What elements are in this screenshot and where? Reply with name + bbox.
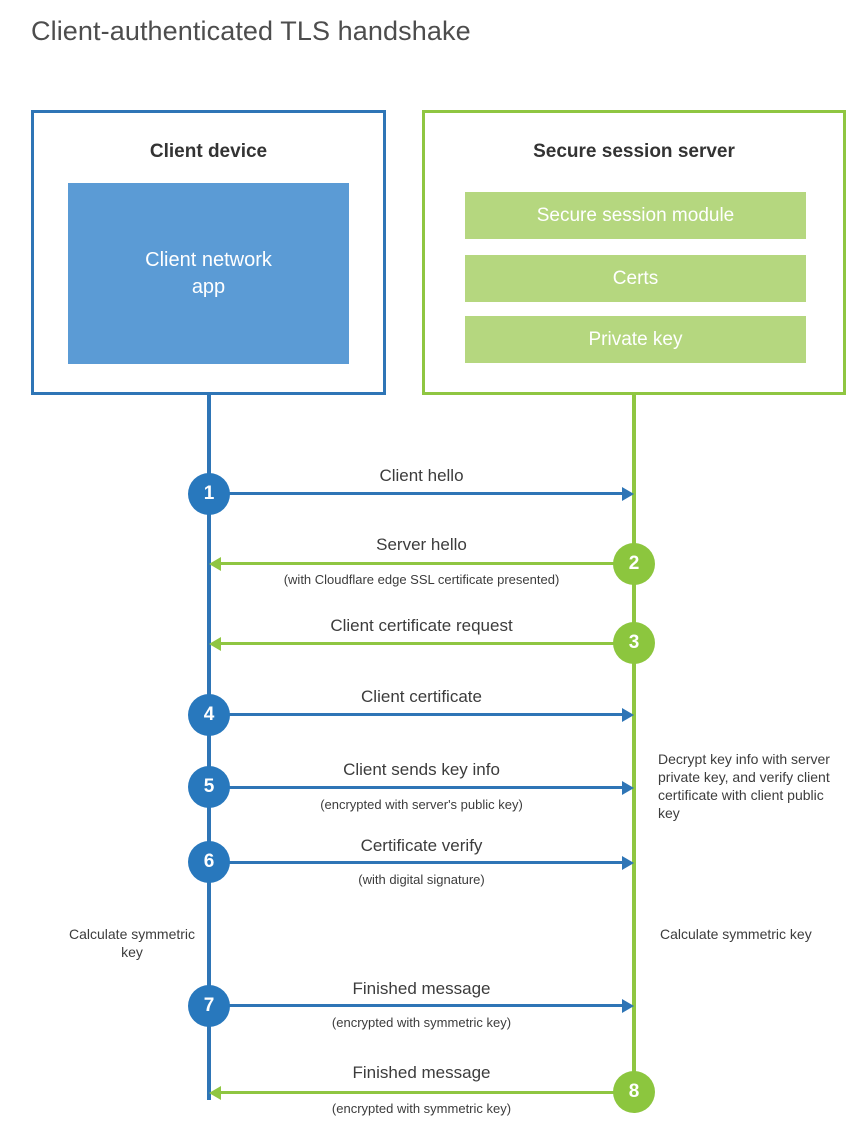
step-3-number[interactable]: 3 <box>613 622 655 664</box>
step-1-number[interactable]: 1 <box>188 473 230 515</box>
server-lifeline <box>632 393 636 1095</box>
step-2-number[interactable]: 2 <box>613 543 655 585</box>
client-lifeline <box>207 393 211 1100</box>
step-8-label: Finished message <box>352 1063 491 1082</box>
step-4-label: Client certificate <box>361 687 482 706</box>
step-7-number[interactable]: 7 <box>188 985 230 1027</box>
client-network-app-block: Client network app <box>68 183 349 364</box>
step-6-number[interactable]: 6 <box>188 841 230 883</box>
server-component-certs: Certs <box>465 255 806 302</box>
step-7-label: Finished message <box>352 979 491 998</box>
server-component-private-key: Private key <box>465 316 806 363</box>
client-device-title: Client device <box>149 141 268 162</box>
step-2-sublabel: (with Cloudflare edge SSL certificate pr… <box>283 572 560 587</box>
step-5-number[interactable]: 5 <box>188 766 230 808</box>
step-4-number[interactable]: 4 <box>188 694 230 736</box>
step-8-sublabel: (encrypted with symmetric key) <box>331 1101 512 1116</box>
client-app-label-line2: app <box>191 275 226 298</box>
client-app-label-line1: Client network <box>145 248 272 271</box>
note-calculate-symmetric-key-server: Calculate symmetric key <box>660 926 812 942</box>
step-5-label: Client sends key info <box>343 760 500 779</box>
step-5-sublabel: (encrypted with server's public key) <box>320 797 523 812</box>
step-3-label: Client certificate request <box>330 616 513 635</box>
client-device-box: Client device Client network app <box>31 110 386 395</box>
server-component-secure-session-module: Secure session module <box>465 192 806 239</box>
note-calculate-symmetric-key-client: Calculate symmetric key <box>68 926 196 960</box>
step-7-sublabel: (encrypted with symmetric key) <box>331 1015 512 1030</box>
secure-session-server-box: Secure session server Secure session mod… <box>422 110 846 395</box>
step-8-number[interactable]: 8 <box>613 1071 655 1113</box>
step-2-label: Server hello <box>376 535 467 554</box>
secure-session-server-title: Secure session server <box>533 141 735 162</box>
page-title: Client-authenticated TLS handshake <box>31 16 471 46</box>
step-6-label: Certificate verify <box>360 836 483 855</box>
note-decrypt-key-info: Decrypt key info with server private key… <box>658 751 830 821</box>
step-6-sublabel: (with digital signature) <box>358 872 485 887</box>
step-1-label: Client hello <box>379 466 464 485</box>
